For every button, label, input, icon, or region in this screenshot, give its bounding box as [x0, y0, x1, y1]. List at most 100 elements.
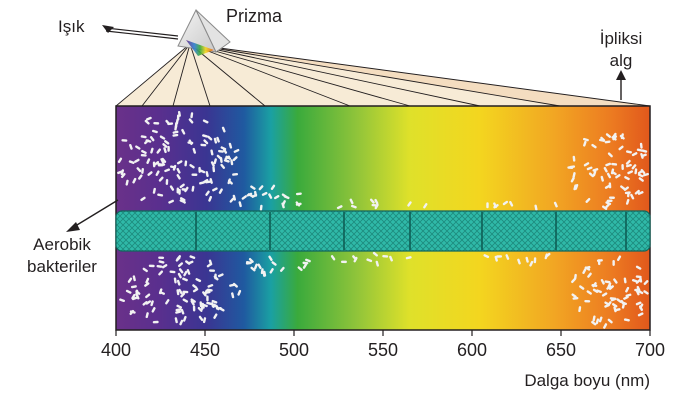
- bacterium: [350, 204, 357, 209]
- bacterium: [588, 172, 595, 178]
- bacterium: [176, 167, 181, 174]
- bacterium: [155, 170, 160, 176]
- bacterium: [493, 202, 498, 209]
- bacterium: [204, 290, 211, 294]
- bacterium: [389, 255, 393, 262]
- bacterium: [534, 204, 538, 211]
- bacterium: [592, 170, 597, 177]
- bacterium: [191, 173, 198, 176]
- bacterium: [142, 267, 148, 273]
- bacterium: [640, 152, 644, 159]
- bacterium: [163, 147, 167, 154]
- bacterium: [147, 171, 153, 176]
- bacterium: [182, 277, 188, 282]
- bacterium: [614, 308, 621, 312]
- bacterium: [230, 159, 234, 166]
- bacterium: [635, 279, 641, 284]
- bacterium: [639, 276, 643, 283]
- bacterium: [579, 285, 585, 290]
- bacterium: [624, 176, 630, 181]
- bacterium: [625, 293, 632, 297]
- bacterium: [188, 139, 193, 146]
- bacterium: [636, 148, 643, 152]
- bacterium: [208, 195, 212, 202]
- bacterium: [578, 306, 582, 313]
- bacterium: [603, 166, 608, 173]
- bacterium: [182, 315, 187, 322]
- bacterium: [607, 318, 613, 324]
- bacterium: [625, 159, 631, 165]
- bacterium: [179, 319, 184, 326]
- bacterium: [615, 174, 621, 179]
- bacterium: [165, 299, 170, 305]
- bacterium: [582, 268, 587, 274]
- light-arrow-icon: [102, 25, 179, 40]
- bacterium: [607, 282, 612, 289]
- bacterium: [209, 269, 216, 272]
- bacterium: [330, 255, 336, 261]
- bacterium: [336, 205, 343, 210]
- bacterium: [176, 255, 182, 261]
- bacterium: [186, 269, 191, 275]
- bacterium: [202, 317, 207, 324]
- bacterium: [250, 266, 256, 272]
- bacterium: [207, 283, 214, 288]
- bacterium: [178, 288, 183, 295]
- bacterium: [382, 255, 389, 258]
- bacterium: [135, 293, 140, 300]
- bacterium: [125, 179, 129, 186]
- bacterium: [195, 278, 202, 283]
- bacterium: [216, 136, 220, 143]
- bacterium: [192, 284, 198, 289]
- bacterium: [218, 188, 223, 194]
- bacterium: [167, 122, 174, 126]
- bacterium: [152, 161, 156, 168]
- bacterium: [340, 260, 347, 264]
- bacterium: [486, 202, 489, 209]
- bacterium: [584, 299, 591, 303]
- bacterium: [237, 289, 242, 296]
- bacterium: [371, 203, 378, 207]
- bacterium: [297, 266, 303, 272]
- bacterium: [192, 305, 196, 312]
- bacterium: [627, 170, 633, 175]
- bacterium: [600, 175, 604, 182]
- bacterium: [145, 300, 152, 305]
- bacterium: [583, 140, 587, 147]
- bacterium: [612, 135, 618, 141]
- bacterium: [190, 112, 194, 119]
- bacterium: [233, 148, 240, 153]
- bacterium: [212, 187, 218, 192]
- bacterium: [213, 137, 218, 144]
- bacterium: [573, 184, 577, 191]
- bacterium: [250, 185, 256, 190]
- bacterium: [268, 255, 273, 261]
- bacterium: [184, 160, 188, 167]
- bacterium: [177, 272, 182, 279]
- alga-label-line1: İpliksi: [600, 29, 643, 48]
- bacterium: [220, 163, 226, 169]
- bacterium: [129, 309, 135, 316]
- bacterium: [132, 177, 137, 184]
- bacterium: [158, 256, 165, 259]
- bacterium: [595, 318, 600, 325]
- bacterium: [160, 158, 165, 164]
- bacterium: [604, 303, 610, 308]
- bacterium: [136, 167, 142, 173]
- bacterium: [623, 186, 629, 191]
- axis-tick-label-450: 450: [190, 340, 220, 360]
- bacterium: [214, 273, 217, 280]
- bacterium: [571, 293, 577, 298]
- bacterium: [638, 177, 644, 182]
- bacterium: [153, 122, 160, 125]
- bacterium: [612, 303, 618, 308]
- bacterium: [261, 191, 268, 196]
- bacterium: [631, 278, 638, 283]
- bacterium: [611, 170, 617, 176]
- bacterium: [191, 185, 195, 192]
- bacterium: [229, 197, 235, 203]
- bacterium: [571, 277, 576, 284]
- bacterium: [221, 126, 226, 133]
- bacterium: [592, 168, 599, 172]
